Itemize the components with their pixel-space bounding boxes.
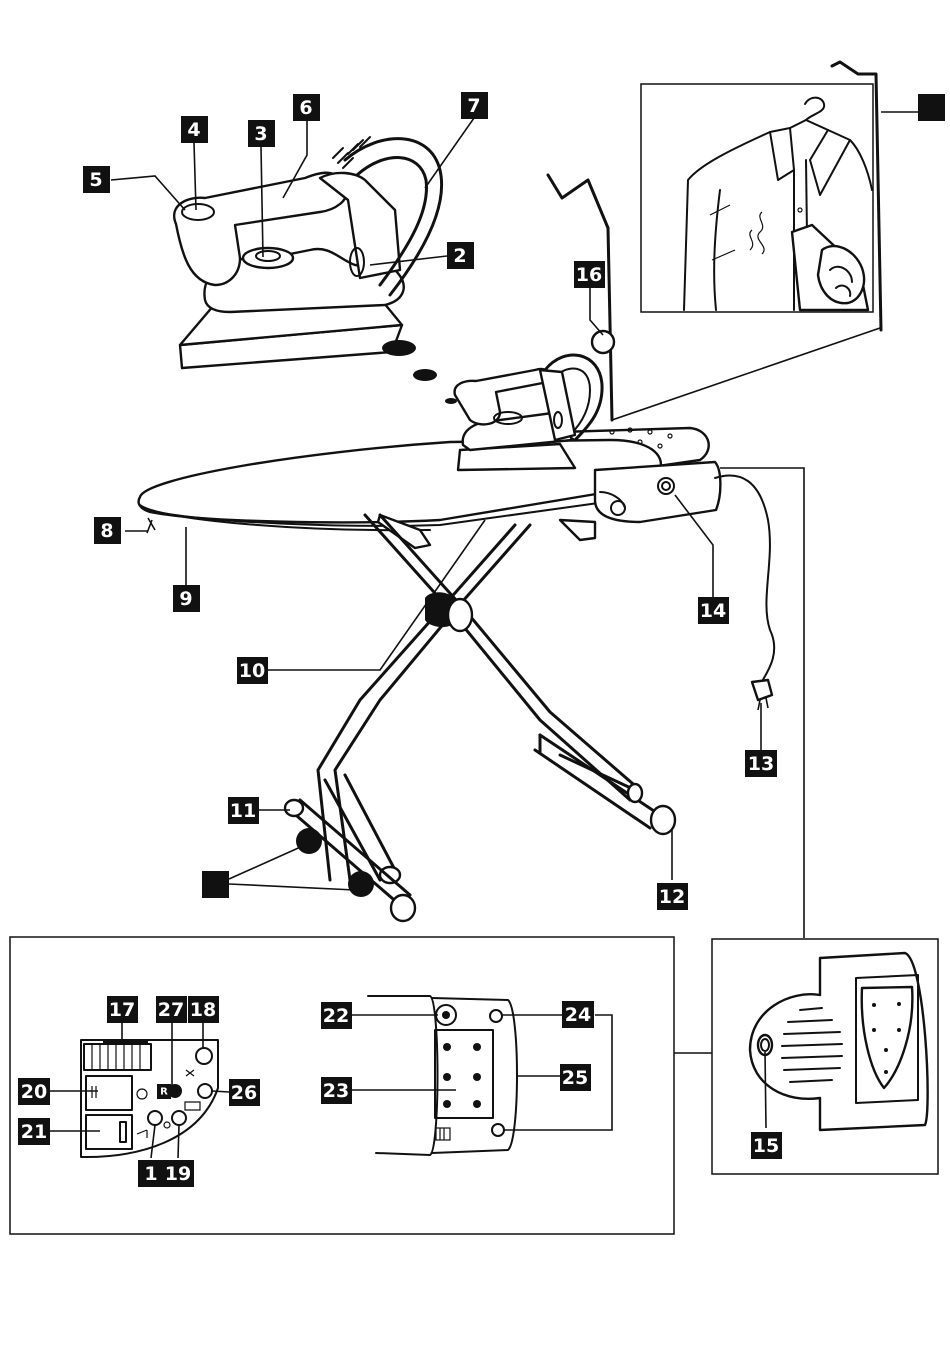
marker-foot-caps bbox=[202, 871, 229, 898]
svg-text:6: 6 bbox=[299, 97, 312, 119]
label-16: 16 bbox=[574, 261, 605, 288]
rear-unit-top-view bbox=[368, 996, 517, 1155]
svg-text:18: 18 bbox=[190, 999, 216, 1021]
svg-text:24: 24 bbox=[565, 1004, 591, 1026]
label-26: 26 bbox=[229, 1079, 260, 1106]
label-20: 20 bbox=[18, 1078, 50, 1105]
label-18: 18 bbox=[188, 996, 219, 1023]
label-6: 6 bbox=[293, 94, 320, 121]
svg-text:8: 8 bbox=[100, 520, 113, 542]
svg-text:3: 3 bbox=[254, 123, 267, 145]
label-4: 4 bbox=[181, 116, 208, 143]
label-11: 11 bbox=[228, 797, 259, 824]
label-17: 17 bbox=[107, 996, 138, 1023]
svg-text:17: 17 bbox=[109, 999, 135, 1021]
label-8: 8 bbox=[94, 517, 121, 544]
steam-dot-small bbox=[445, 398, 457, 404]
svg-text:25: 25 bbox=[562, 1067, 588, 1089]
shirt-illustration bbox=[684, 98, 872, 310]
svg-text:26: 26 bbox=[231, 1082, 257, 1104]
svg-text:1: 1 bbox=[144, 1163, 157, 1185]
steam-dot-medium bbox=[413, 369, 437, 381]
svg-text:12: 12 bbox=[659, 886, 685, 908]
label-24: 24 bbox=[562, 1001, 594, 1028]
label-1: 1 bbox=[138, 1160, 164, 1187]
label-22: 22 bbox=[321, 1002, 352, 1029]
label-21: 21 bbox=[18, 1118, 50, 1145]
iron-large-illustration bbox=[174, 137, 441, 368]
label-14: 14 bbox=[698, 597, 729, 624]
steam-dot-large bbox=[382, 340, 416, 356]
rear-unit-detail-illustration bbox=[750, 953, 928, 1130]
svg-text:13: 13 bbox=[748, 753, 774, 775]
svg-text:11: 11 bbox=[230, 800, 256, 822]
svg-text:5: 5 bbox=[89, 169, 102, 191]
label-9: 9 bbox=[173, 585, 200, 612]
svg-text:15: 15 bbox=[753, 1135, 779, 1157]
label-10: 10 bbox=[237, 657, 268, 684]
svg-text:19: 19 bbox=[165, 1163, 191, 1185]
label-25: 25 bbox=[560, 1064, 591, 1091]
label-19: 19 bbox=[163, 1160, 194, 1187]
svg-text:21: 21 bbox=[21, 1121, 47, 1143]
label-13: 13 bbox=[745, 750, 777, 777]
svg-text:9: 9 bbox=[179, 588, 192, 610]
svg-text:16: 16 bbox=[576, 264, 602, 286]
reset-key-label: R bbox=[160, 1087, 168, 1098]
control-panel-illustration bbox=[81, 1040, 218, 1157]
label-2: 2 bbox=[447, 242, 474, 269]
svg-text:10: 10 bbox=[239, 660, 265, 682]
label-3: 3 bbox=[248, 120, 275, 147]
svg-text:23: 23 bbox=[323, 1080, 349, 1102]
svg-text:2: 2 bbox=[453, 245, 466, 267]
label-5: 5 bbox=[83, 166, 110, 193]
label-27: 27 bbox=[156, 996, 187, 1023]
svg-text:7: 7 bbox=[467, 95, 480, 117]
svg-text:20: 20 bbox=[21, 1081, 47, 1103]
label-12: 12 bbox=[657, 883, 688, 910]
label-15: 15 bbox=[751, 1132, 782, 1159]
svg-text:4: 4 bbox=[187, 119, 200, 141]
svg-text:14: 14 bbox=[700, 600, 726, 622]
svg-text:22: 22 bbox=[323, 1005, 349, 1027]
marker-shirt-hanger bbox=[918, 94, 945, 121]
label-23: 23 bbox=[321, 1077, 352, 1104]
label-7: 7 bbox=[461, 92, 488, 119]
svg-text:27: 27 bbox=[158, 999, 184, 1021]
